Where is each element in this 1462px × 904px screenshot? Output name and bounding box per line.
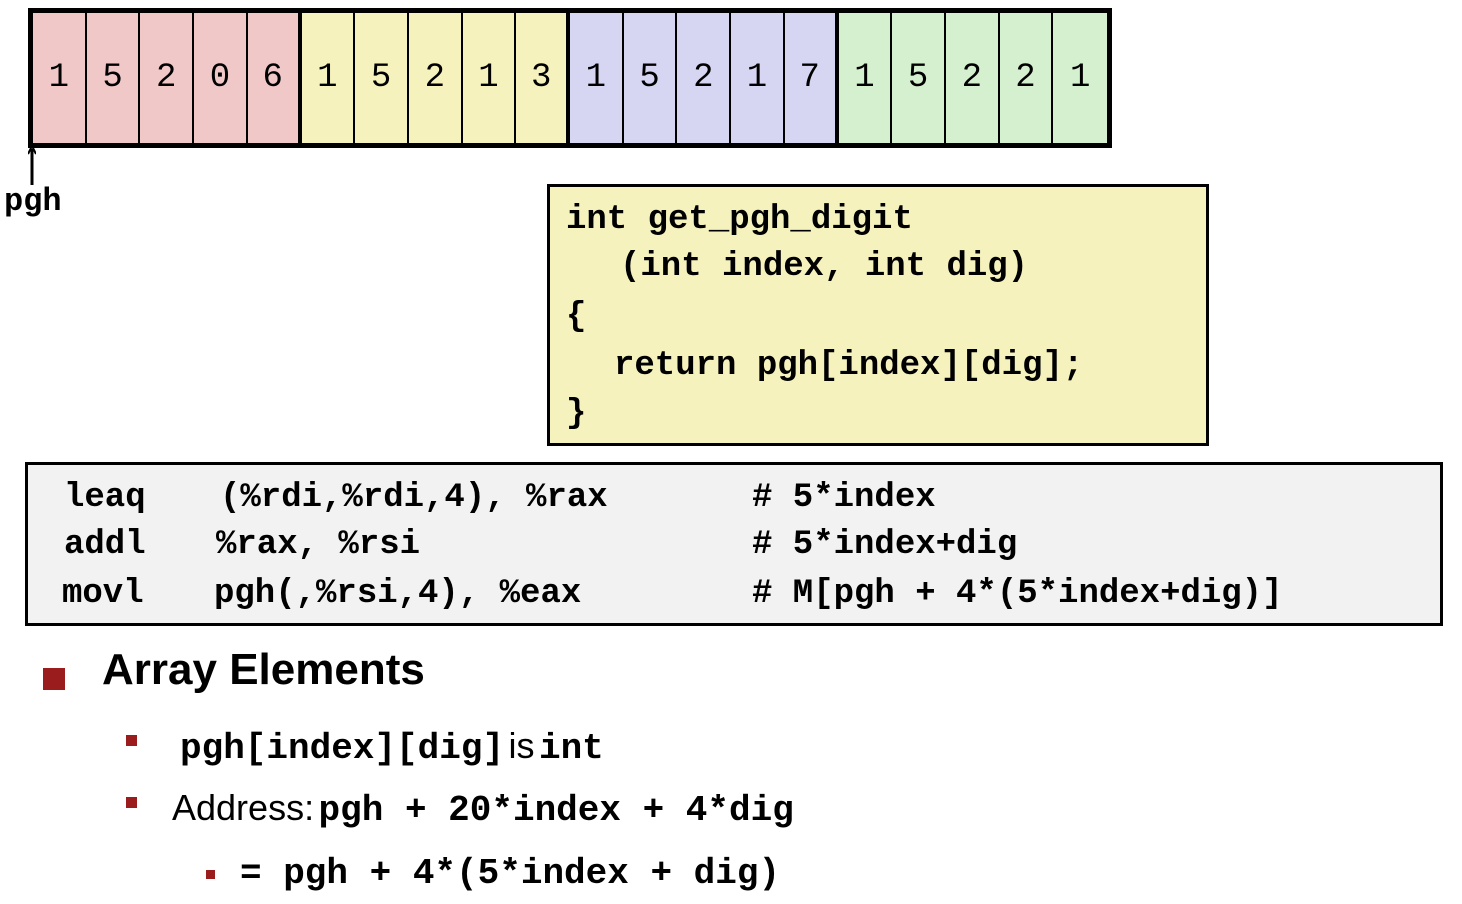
bullet-text: Address:	[172, 787, 315, 828]
asm-op: leaq	[64, 479, 146, 517]
code-line-params: (int index, int dig)	[620, 248, 1029, 286]
array-cell: 5	[355, 13, 409, 143]
array-cell: 0	[194, 13, 248, 143]
bullet-code: pgh + 20*index + 4*dig	[318, 790, 794, 831]
bullet-square-icon	[126, 797, 137, 808]
asm-args: %rax, %rsi	[216, 526, 421, 564]
array-cell: 1	[1053, 13, 1108, 143]
array-cell: 1	[838, 13, 893, 143]
array-cell: 2	[677, 13, 732, 143]
array-cell: 3	[516, 13, 571, 143]
pointer-arrow-icon	[28, 145, 36, 185]
array-cell: 1	[570, 13, 624, 143]
asm-comment: # M[pgh + 4*(5*index+dig)]	[752, 575, 1283, 613]
array-cell: 1	[33, 13, 87, 143]
asm-args: (%rdi,%rdi,4), %rax	[220, 479, 608, 517]
bullet-square-icon	[126, 735, 137, 746]
bullet-element-type: pgh[index][dig] is int	[180, 728, 604, 767]
bullet-address: Address: pgh + 20*index + 4*dig	[172, 790, 794, 829]
bullet-code: int	[538, 728, 604, 769]
array-cell: 5	[86, 13, 141, 143]
bullet-square-icon	[43, 668, 65, 690]
array-cell: 5	[892, 13, 946, 143]
bullet-code: pgh[index][dig]	[180, 728, 505, 769]
pgh-pointer-label: pgh	[4, 183, 62, 220]
array-cell: 2	[945, 13, 1000, 143]
asm-comment: # 5*index	[752, 479, 936, 517]
array-cell: 1	[731, 13, 785, 143]
array-cell: 2	[999, 13, 1054, 143]
code-line-close-brace: }	[566, 395, 587, 433]
c-code-box: int get_pgh_digit (int index, int dig) {…	[547, 184, 1209, 446]
asm-op: addl	[64, 526, 146, 564]
bullet-code: = pgh + 4*(5*index + dig)	[240, 853, 781, 894]
section-heading: Array Elements	[102, 645, 425, 694]
bullet-address-simplified: = pgh + 4*(5*index + dig)	[240, 856, 780, 892]
code-line-open-brace: {	[566, 298, 587, 336]
asm-op: movl	[62, 575, 144, 613]
array-cell: 5	[623, 13, 678, 143]
asm-comment: # 5*index+dig	[752, 526, 1018, 564]
array-cell: 2	[408, 13, 463, 143]
array-cell: 2	[140, 13, 195, 143]
array-cell: 6	[247, 13, 302, 143]
asm-args: pgh(,%rsi,4), %eax	[214, 575, 582, 613]
bullet-text: is	[508, 725, 535, 766]
array-cell: 1	[462, 13, 517, 143]
code-line-return: return pgh[index][dig];	[614, 347, 1084, 385]
bullet-square-icon	[206, 870, 215, 879]
array-cell: 1	[301, 13, 356, 143]
assembly-code-box: leaq (%rdi,%rdi,4), %rax # 5*index addl …	[25, 462, 1443, 626]
array-cell: 7	[784, 13, 839, 143]
code-line-signature: int get_pgh_digit	[566, 201, 913, 239]
